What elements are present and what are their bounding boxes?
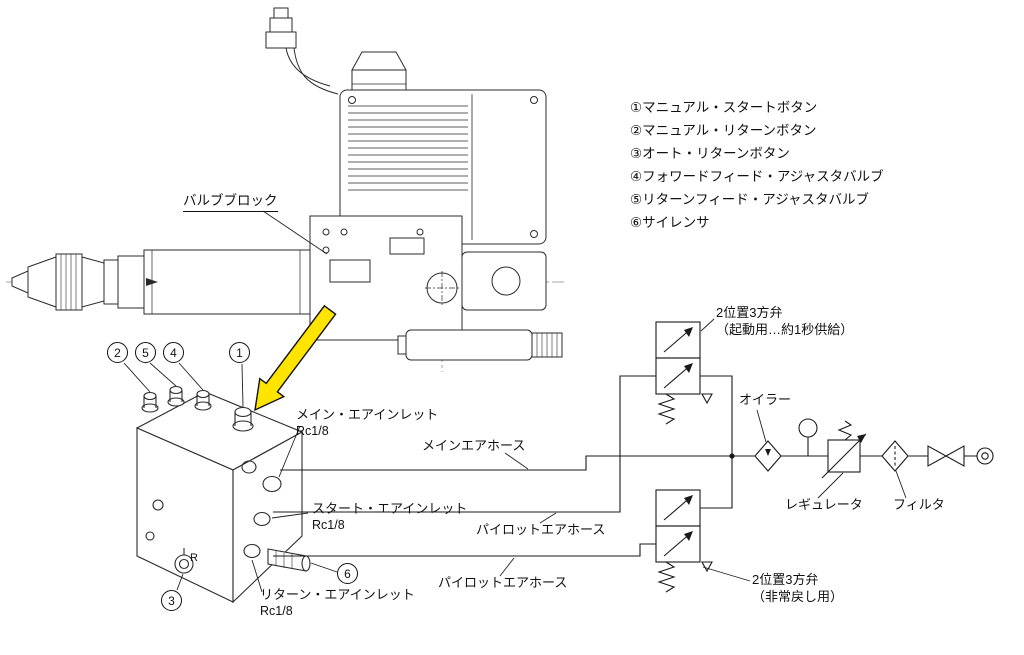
start-air-inlet-port (253, 511, 271, 527)
leader-regulator (817, 472, 844, 499)
start-valve-label-line1: 2位置3方弁 (716, 305, 783, 320)
pilot-hose-start-line (273, 375, 656, 513)
start-valve-label-line2: （起動用…約1秒供給） (716, 322, 854, 337)
legend-item-2: ②マニュアル・リターンボタン (630, 123, 817, 138)
leader-start-valve (700, 318, 715, 332)
pilot-hose-return-line (273, 543, 656, 557)
air-inlet-ports (145, 460, 282, 559)
leader-callout-6 (310, 562, 338, 573)
air-source-symbol (976, 447, 994, 465)
leader-callout-5 (149, 362, 177, 387)
callout-5: 5 (135, 342, 156, 363)
pilot-air-hose-return-label: パイロットエアホース (438, 575, 568, 590)
start-valve-symbol (655, 321, 713, 425)
main-air-hose-label: メインエアホース (422, 438, 526, 453)
spring-symbol (657, 393, 676, 425)
shutoff-valve-symbol (927, 445, 965, 467)
leader-return-inlet (251, 559, 263, 593)
callout-3: 3 (161, 590, 182, 611)
main-air-inlet-label: メイン・エアインレット (296, 407, 439, 422)
return-air-inlet-port (243, 543, 261, 559)
feed-direction-arrow (146, 278, 158, 286)
leader-callout-2 (123, 362, 151, 393)
fitting-return-feed-adjuster (167, 385, 185, 407)
filter-symbol (881, 440, 909, 472)
legend-item-6: ⑥サイレンサ (630, 215, 710, 230)
return-valve-label-line1: 2位置3方弁 (752, 572, 819, 587)
pilot-air-hose-start-label: パイロットエアホース (476, 522, 606, 537)
machine-drawing (6, 7, 566, 372)
top-fittings (141, 385, 254, 432)
main-air-inlet-port (262, 475, 282, 493)
highlight-arrow (254, 304, 337, 412)
feed-cylinder (397, 251, 563, 361)
main-air-inlet-size: Rc1/8 (296, 424, 329, 438)
fitting-forward-feed-adjuster (194, 389, 212, 411)
mounted-valve-block (309, 215, 463, 341)
valve-block-right-face (232, 431, 303, 604)
leader-start-inlet (271, 512, 309, 519)
regulator-symbol (821, 420, 867, 479)
junction-dot (729, 453, 735, 459)
legend-item-3: ③オート・リターンボタン (630, 146, 790, 161)
fitting-manual-return (141, 391, 159, 413)
auto-return-fitting (174, 548, 194, 574)
leader-lines (123, 210, 907, 593)
legend: ①マニュアル・スタートボタン ②マニュアル・リターンボタン ③オート・リターンボ… (630, 96, 884, 234)
leader-main-inlet (278, 425, 301, 478)
spindle-chuck (11, 249, 339, 315)
main-air-hose-line (280, 455, 755, 471)
leader-callout-4 (178, 362, 204, 391)
leader-valve-block (262, 210, 328, 255)
leader-oiler (756, 409, 767, 443)
leader-pilot-start (539, 512, 557, 524)
regulator-label: レギュレータ (785, 497, 863, 512)
start-air-inlet-size: Rc1/8 (312, 518, 345, 532)
leader-return-valve (702, 566, 751, 582)
legend-item-1: ①マニュアル・スタートボタン (630, 100, 818, 115)
legend-item-5: ⑤リターンフィード・アジャスタバルブ (630, 192, 870, 207)
leader-main-hose (504, 452, 529, 470)
callout-2: 2 (107, 342, 128, 363)
pressure-gauge-symbol (798, 418, 818, 456)
spring-symbol (657, 561, 676, 593)
callout-1: 1 (229, 342, 250, 363)
leader-callout-1 (241, 363, 244, 408)
leader-filter (895, 470, 907, 499)
supply-branch-line (700, 375, 733, 509)
motor (339, 89, 547, 245)
oiler-label: オイラー (739, 392, 792, 407)
return-air-inlet-label: リターン・エアインレット (260, 587, 415, 602)
return-valve-symbol (655, 489, 713, 593)
start-air-inlet-label: スタート・エアインレット (312, 501, 468, 516)
legend-item-4: ④フォワードフィード・アジャスタバルブ (630, 169, 884, 184)
valve-block-drawing (135, 385, 311, 604)
callout-4: 4 (163, 342, 184, 363)
spring-symbol (837, 420, 853, 441)
r-port-mark: R (190, 552, 198, 564)
callout-6: 6 (337, 563, 358, 584)
oiler-symbol (754, 440, 782, 472)
leader-callout-3 (176, 573, 184, 591)
valve-block-label: バルブブロック (183, 193, 278, 212)
leader-pilot-return (499, 557, 515, 577)
silencer (267, 548, 311, 572)
filter-label: フィルタ (893, 497, 945, 512)
pneumatic-circuit (273, 321, 994, 593)
return-valve-label-line2: （非常戻し用） (752, 589, 844, 604)
return-air-inlet-size: Rc1/8 (260, 604, 293, 618)
fitting-manual-start (232, 406, 254, 432)
